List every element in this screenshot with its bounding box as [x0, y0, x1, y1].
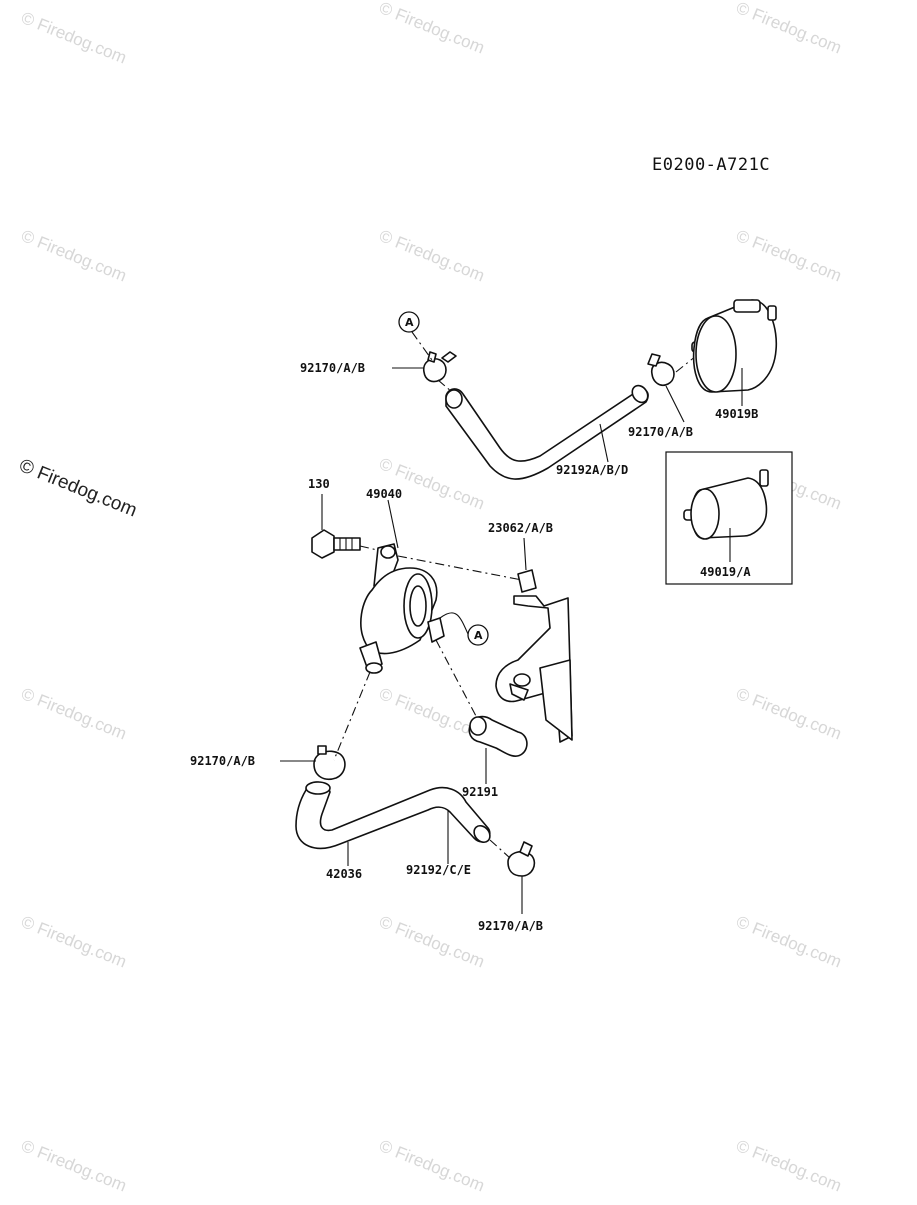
label-hose-bottom: 92192/C/E [406, 863, 471, 877]
label-filter-b: 49019B [715, 407, 758, 421]
label-damper: 23062/A/B [488, 521, 553, 535]
clamp-left-part[interactable] [313, 745, 346, 780]
clamp-right-part[interactable] [647, 353, 675, 387]
watermark: © Firedog.com [377, 226, 488, 285]
watermark: © Firedog.com [734, 1136, 845, 1195]
ref-mark-pump: A [474, 629, 483, 642]
watermark: © Firedog.com [19, 8, 130, 67]
label-bolt: 130 [308, 477, 330, 491]
fuel-filter-a-part[interactable] [683, 469, 769, 540]
diagram-code: E0200-A721C [652, 155, 770, 175]
fuel-filter-b-part[interactable] [691, 299, 778, 393]
watermark: © Firedog.com [377, 1136, 488, 1195]
ref-mark-circle [467, 624, 489, 646]
watermark: © Firedog.com [734, 912, 845, 971]
watermark: © Firedog.com [377, 0, 488, 58]
ref-mark-circle [398, 311, 420, 333]
ref-mark-top: A [405, 316, 414, 329]
watermark: © Firedog.com [19, 684, 130, 743]
damper-part[interactable] [517, 569, 537, 593]
label-hose-long: 42036 [326, 867, 362, 881]
watermark: © Firedog.com [19, 226, 130, 285]
label-clamp-right: 92170/A/B [628, 425, 693, 439]
hose-long-part[interactable] [295, 781, 493, 850]
watermark-prominent: © Firedog.com [16, 455, 140, 521]
label-hose-top: 92192A/B/D [556, 463, 628, 477]
hose-top-part[interactable] [445, 383, 651, 480]
watermark: © Firedog.com [734, 226, 845, 285]
label-clamp-left: 92170/A/B [190, 754, 255, 768]
watermark: © Firedog.com [377, 912, 488, 971]
watermark: © Firedog.com [377, 454, 488, 513]
bracket-part[interactable] [495, 595, 573, 743]
watermark: © Firedog.com [734, 0, 845, 58]
fuel-pump-part[interactable] [359, 543, 445, 674]
hose-short-part[interactable] [468, 715, 528, 757]
bolt-part[interactable] [311, 529, 361, 559]
watermark: © Firedog.com [19, 1136, 130, 1195]
clamp-bottom-part[interactable] [507, 841, 536, 877]
label-hose-short: 92191 [462, 785, 498, 799]
watermark: © Firedog.com [19, 912, 130, 971]
label-pump: 49040 [366, 487, 402, 501]
clamp-top-part[interactable] [422, 351, 457, 383]
label-clamp-top: 92170/A/B [300, 361, 365, 375]
label-clamp-bottom: 92170/A/B [478, 919, 543, 933]
watermark: © Firedog.com [734, 684, 845, 743]
label-filter-a: 49019/A [700, 565, 751, 579]
